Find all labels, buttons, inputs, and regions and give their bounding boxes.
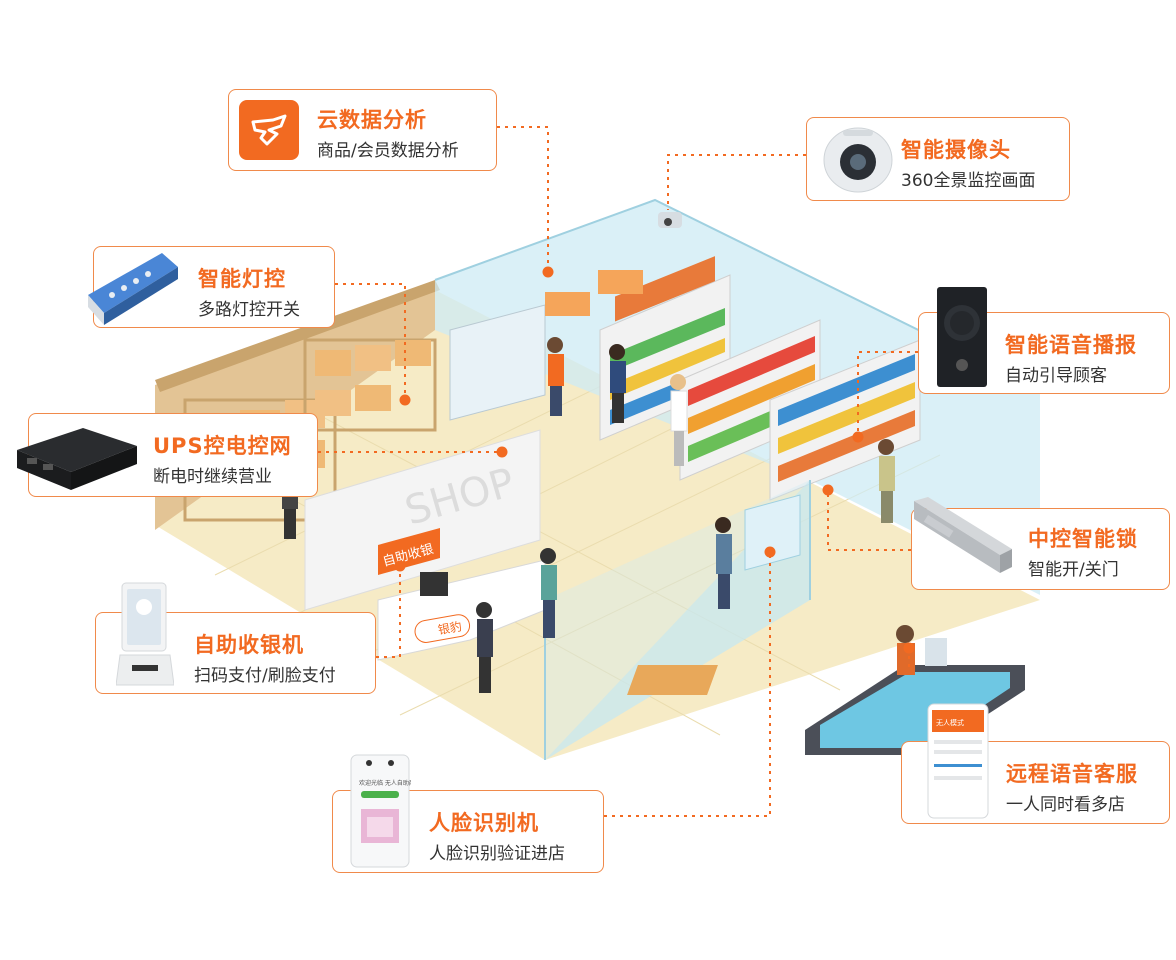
speaker-icon: [933, 283, 991, 391]
light-control-subtitle: 多路灯控开关: [198, 300, 300, 320]
cloud-logo-icon: [239, 100, 299, 160]
card-remote-service: 无人模式 远程语音客服 一人同时看多店: [901, 703, 1170, 824]
cloud-data-title: 云数据分析: [317, 108, 427, 132]
remote-service-title: 远程语音客服: [1006, 762, 1138, 786]
remote-service-subtitle: 一人同时看多店: [1006, 795, 1125, 815]
card-face-recognition: 欢迎光临 无人自助商店 人脸识别机 人脸识别验证进店: [332, 754, 604, 873]
ups-subtitle: 断电时继续营业: [153, 467, 272, 487]
relay-module-icon: [82, 243, 182, 331]
face-device-welcome: 欢迎光临 无人自助商店: [359, 779, 411, 787]
product-shelves: [545, 256, 921, 501]
ups-box-icon: [13, 420, 141, 496]
smart-camera-title: 智能摄像头: [901, 138, 1011, 162]
phone-screen-header: 无人模式: [936, 718, 964, 727]
light-control-title: 智能灯控: [198, 267, 286, 291]
fridge: [449, 304, 546, 421]
card-smart-camera: 智能摄像头 360全景监控画面: [806, 117, 1070, 201]
dome-camera-icon: [821, 122, 895, 196]
shoppers: [281, 337, 895, 693]
card-cloud-data: 云数据分析 商品/会员数据分析: [228, 89, 497, 171]
card-voice-broadcast: 智能语音播报 自动引导顾客: [918, 287, 1170, 394]
self-checkout-subtitle: 扫码支付/刷脸支付: [194, 666, 336, 686]
voice-broadcast-subtitle: 自动引导顾客: [1005, 366, 1107, 386]
hotspot-dots: [394, 266, 915, 654]
card-smart-lock: 中控智能锁 智能开/关门: [911, 497, 1170, 590]
self-checkout-kiosk-icon: [115, 579, 175, 691]
magnetic-lock-icon: [904, 493, 1016, 583]
front-glass-wall: [545, 480, 810, 760]
smart-camera-subtitle: 360全景监控画面: [901, 171, 1036, 191]
face-recognition-title: 人脸识别机: [429, 811, 539, 835]
face-recognition-subtitle: 人脸识别验证进店: [429, 844, 565, 864]
voice-broadcast-title: 智能语音播报: [1005, 333, 1137, 357]
shop-partition: [304, 429, 541, 611]
card-light-control: 智能灯控 多路灯控开关: [88, 246, 335, 328]
counter-logo: 银豹: [437, 618, 463, 637]
face-terminal-icon: 欢迎光临 无人自助商店: [349, 753, 421, 869]
smart-lock-title: 中控智能锁: [1028, 527, 1138, 551]
connector-lines: [318, 126, 918, 817]
card-ups: UPS控电控网 断电时继续营业: [17, 413, 318, 497]
smart-lock-subtitle: 智能开/关门: [1028, 560, 1119, 580]
entrance-screen: [744, 494, 801, 571]
card-self-checkout: 自助收银机 扫码支付/刷脸支付: [95, 582, 376, 694]
ups-title: UPS控电控网: [153, 434, 292, 458]
phone-service-icon: 无人模式: [926, 702, 990, 820]
ceiling-camera: [658, 212, 682, 228]
cloud-data-subtitle: 商品/会员数据分析: [317, 141, 459, 161]
self-checkout-title: 自助收银机: [194, 633, 304, 657]
